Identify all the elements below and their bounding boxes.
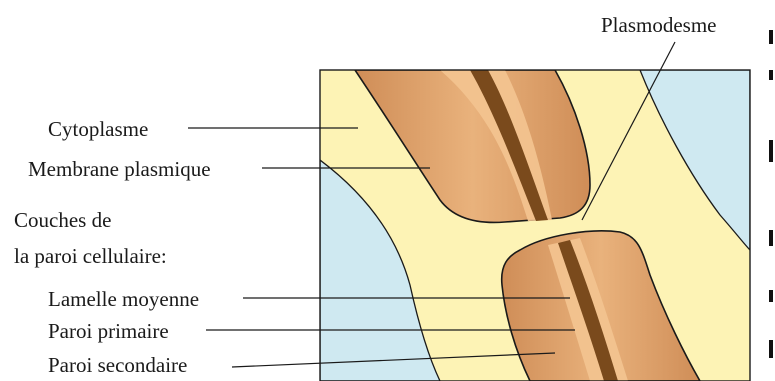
label-paroi-secondaire: Paroi secondaire	[48, 353, 187, 377]
label-membrane-plasmique: Membrane plasmique	[28, 157, 211, 181]
label-lamelle-moyenne: Lamelle moyenne	[48, 287, 199, 311]
page-edge-marks	[768, 0, 773, 381]
label-plasmodesme: Plasmodesme	[601, 13, 717, 37]
label-paroi-primaire: Paroi primaire	[48, 319, 169, 343]
label-couches-line1: Couches de	[14, 208, 111, 232]
label-cytoplasme: Cytoplasme	[48, 117, 148, 141]
label-couches-line2: la paroi cellulaire:	[14, 244, 167, 268]
